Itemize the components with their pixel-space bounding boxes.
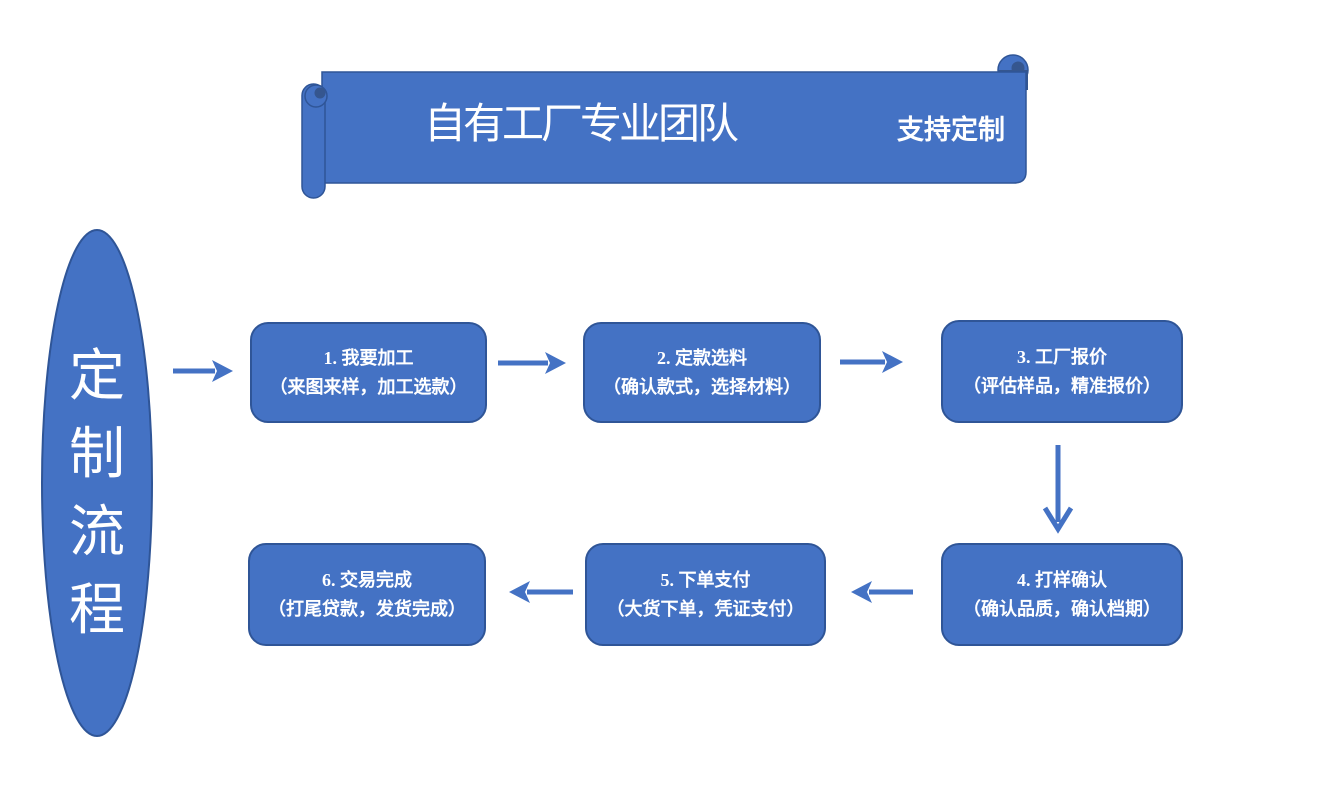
process-ellipse-label: 定 制 流 程 bbox=[0, 338, 194, 650]
step-box-2: 2. 定款选料 （确认款式，选择材料） bbox=[583, 322, 821, 423]
banner-title: 自有工厂专业团队 bbox=[424, 102, 739, 148]
step-subtitle: （评估样品，精准报价） bbox=[963, 376, 1161, 396]
step-title: 2. 定款选料 bbox=[657, 348, 747, 368]
step-subtitle: （大货下单，凭证支付） bbox=[606, 599, 805, 619]
step-subtitle: （确认款式，选择材料） bbox=[603, 377, 801, 397]
ellipse-char: 流 bbox=[69, 502, 125, 564]
arrow-step1-to-step2 bbox=[498, 352, 566, 374]
step-box-3: 3. 工厂报价 （评估样品，精准报价） bbox=[941, 320, 1183, 423]
step-subtitle: （来图来样，加工选款） bbox=[269, 377, 468, 397]
arrow-step5-to-step6 bbox=[509, 581, 573, 603]
step-title: 5. 下单支付 bbox=[660, 570, 751, 590]
step-box-6: 6. 交易完成 （打尾贷款，发货完成） bbox=[248, 543, 486, 646]
step-box-5: 5. 下单支付 （大货下单，凭证支付） bbox=[585, 543, 826, 646]
step-box-1: 1. 我要加工 （来图来样，加工选款） bbox=[250, 322, 487, 423]
arrow-step2-to-step3 bbox=[840, 351, 903, 373]
step-box-4: 4. 打样确认 （确认品质，确认档期） bbox=[941, 543, 1183, 646]
arrow-ellipse-to-step1 bbox=[173, 360, 233, 382]
banner-subtitle: 支持定制 bbox=[897, 115, 1005, 145]
step-title: 4. 打样确认 bbox=[1017, 570, 1107, 590]
step-title: 1. 我要加工 bbox=[323, 348, 414, 368]
arrow-step3-to-step4 bbox=[1042, 445, 1074, 534]
step-subtitle: （确认品质，确认档期） bbox=[963, 599, 1161, 619]
ellipse-char: 制 bbox=[69, 424, 125, 486]
step-title: 6. 交易完成 bbox=[322, 570, 412, 590]
process-ellipse-shape bbox=[41, 229, 153, 737]
arrow-step4-to-step5 bbox=[851, 581, 913, 603]
ellipse-char: 程 bbox=[69, 580, 125, 642]
banner-scroll-shape bbox=[301, 54, 1029, 199]
ellipse-char: 定 bbox=[69, 346, 125, 408]
step-title: 3. 工厂报价 bbox=[1017, 347, 1107, 367]
step-subtitle: （打尾贷款，发货完成） bbox=[268, 599, 466, 619]
